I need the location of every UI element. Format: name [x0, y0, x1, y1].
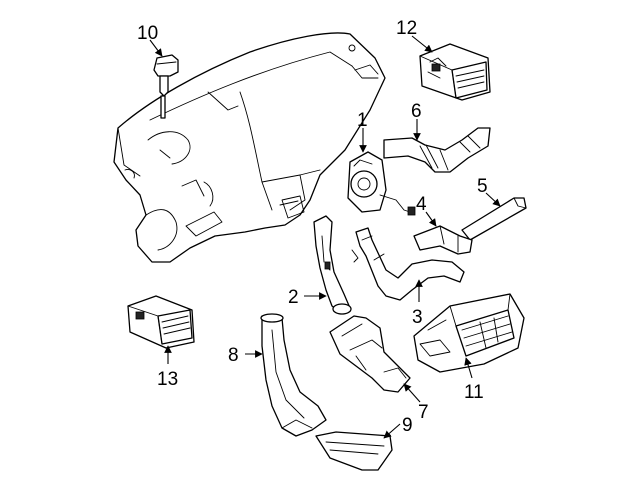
leader-9 — [383, 423, 401, 439]
part-1-actuator — [347, 151, 416, 216]
callout-3: 3 — [412, 307, 423, 328]
leader-5 — [485, 192, 501, 207]
part-2-duct — [313, 215, 352, 315]
callout-10: 10 — [137, 23, 158, 44]
callout-2: 2 — [288, 287, 299, 308]
callout-5: 5 — [477, 176, 488, 197]
leader-11 — [464, 357, 473, 379]
leader-7 — [403, 383, 421, 403]
callout-7: 7 — [418, 402, 429, 423]
part-6-duct — [383, 127, 491, 173]
instrument-panel — [113, 32, 386, 263]
callout-11: 11 — [464, 382, 484, 403]
part-4-duct — [413, 225, 473, 255]
leader-12 — [411, 35, 433, 53]
part-10-sensor — [153, 54, 179, 119]
part-7-duct — [329, 315, 411, 393]
callout-1: 1 — [357, 110, 368, 131]
part-5-rod — [461, 197, 527, 241]
leader-lines — [149, 35, 501, 439]
leader-10 — [149, 39, 163, 57]
callout-4: 4 — [416, 194, 427, 215]
part-11-vent-housing — [413, 293, 525, 373]
part-3-duct — [351, 227, 465, 301]
callout-9: 9 — [402, 415, 413, 436]
part-8-duct — [260, 313, 327, 437]
leader-4 — [425, 211, 437, 227]
part-12-vent — [419, 43, 491, 101]
part-13-vent — [127, 295, 195, 349]
callout-8: 8 — [228, 345, 239, 366]
callout-12: 12 — [396, 18, 417, 39]
callout-labels: 10 12 6 1 5 4 3 2 8 7 9 11 13 — [137, 18, 488, 436]
callout-13: 13 — [157, 369, 178, 390]
callout-6: 6 — [411, 101, 422, 122]
part-9-duct — [315, 431, 393, 471]
